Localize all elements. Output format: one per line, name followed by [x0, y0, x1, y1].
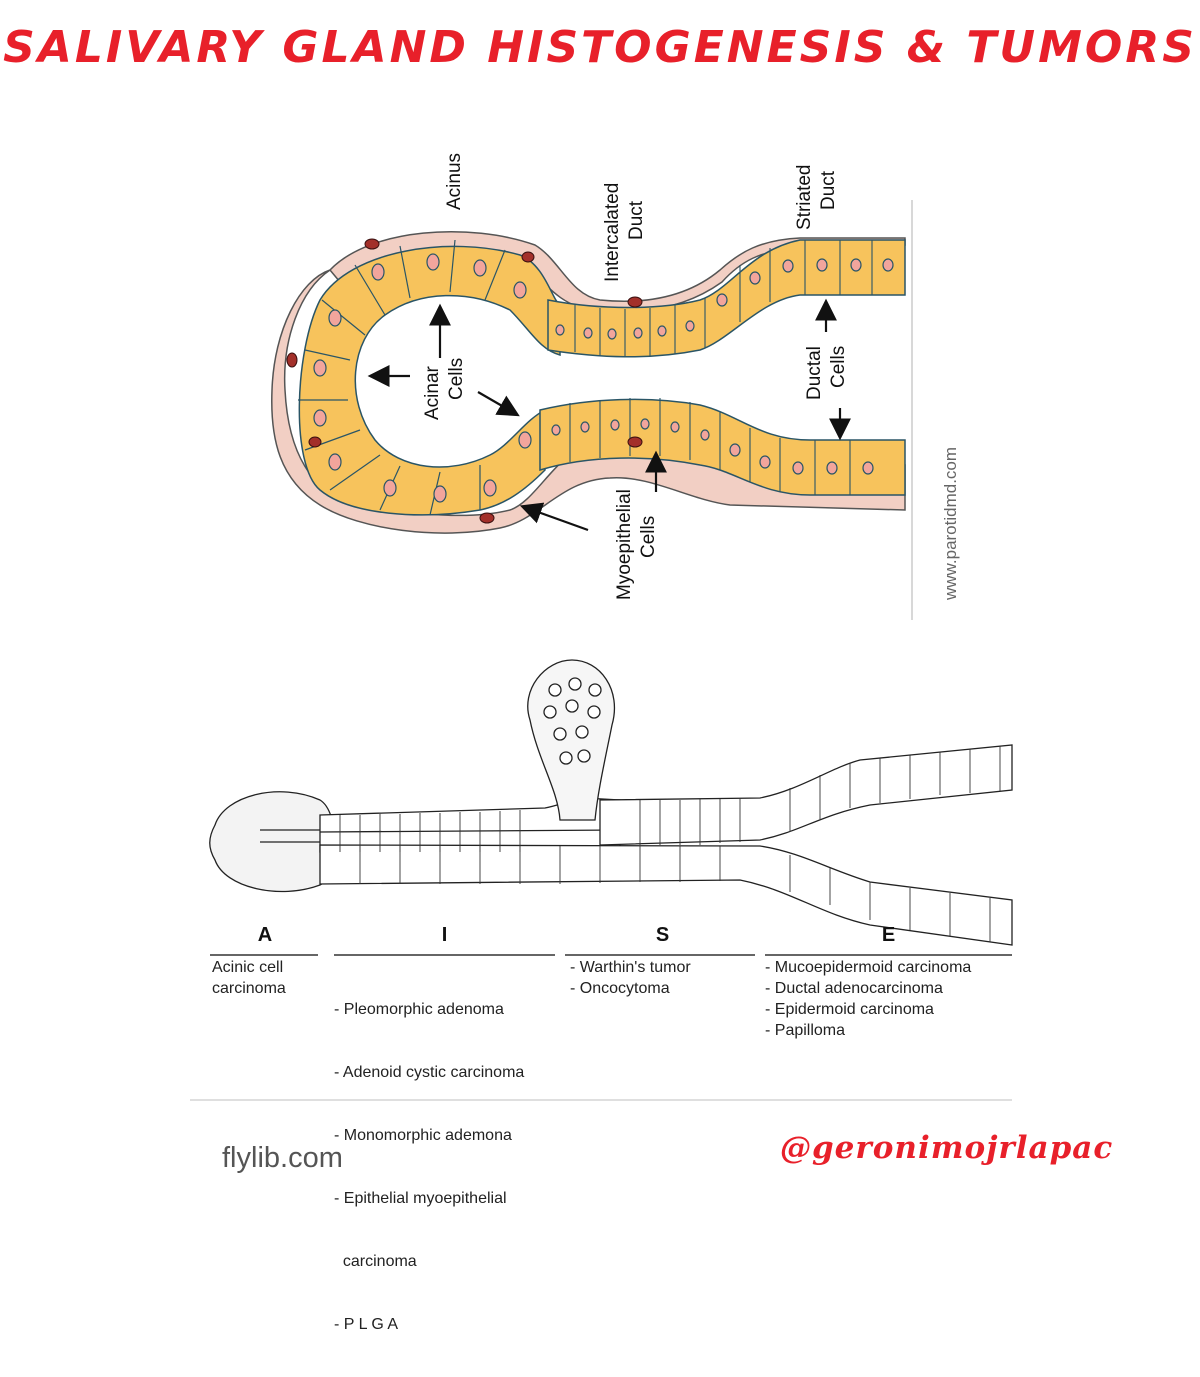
column-striated: S - Warthin's tumor - Oncocytoma — [570, 924, 755, 999]
list-item: - Papilloma — [765, 1022, 846, 1039]
label-striated-2: Duct — [818, 170, 839, 210]
label-acinar-1: Acinar — [422, 365, 443, 420]
label-acinar-2: Cells — [446, 358, 467, 400]
list-item: - Pleomorphic adenoma — [334, 1001, 504, 1018]
column-header-s: S — [655, 924, 670, 946]
arrow-myo-left — [519, 502, 589, 532]
duct-system-drawing — [209, 659, 1013, 946]
arrow-acinar-right — [477, 391, 520, 417]
list-item: - Monomorphic ademona — [334, 1127, 512, 1144]
list-item: - Ductal adenocarcinoma — [765, 980, 943, 997]
acinar-cell-band — [298, 245, 561, 516]
author-handle: @geronimojrlapac — [780, 1130, 1114, 1166]
list-item: - Epidermoid carcinoma — [765, 1001, 934, 1018]
list-item: carcinoma — [212, 980, 286, 997]
list-item: - Adenoid cystic carcinoma — [334, 1064, 525, 1081]
list-item: - Epithelial myoepithelial — [334, 1190, 507, 1207]
label-intercalated-1: Intercalated — [602, 183, 623, 282]
column-intercalated: I - Pleomorphic adenoma - Adenoid cystic… — [334, 924, 555, 1377]
label-striated-1: Striated — [794, 165, 815, 230]
column-header-a: A — [257, 924, 273, 946]
salivary-duct-diagram: Acinus Intercalated Duct Striated Duct A… — [190, 153, 1013, 1101]
list-item: - Warthin's tumor — [570, 959, 691, 976]
label-ductal-2: Cells — [828, 346, 849, 388]
label-myoepithelial-2: Cells — [638, 516, 659, 558]
source-credit: flylib.com — [222, 1142, 343, 1174]
page-title: SALIVARY GLAND HISTOGENESIS & TUMORS — [3, 22, 1197, 73]
list-item: - P L G A — [334, 1316, 399, 1333]
watermark-text: www.parotidmd.com — [941, 447, 960, 601]
list-item: - Oncocytoma — [570, 980, 670, 997]
list-item: carcinoma — [334, 1253, 417, 1270]
label-myoepithelial-1: Myoepithelial — [614, 489, 635, 600]
lower-duct-band — [539, 398, 906, 496]
column-header-e: E — [881, 924, 896, 946]
column-acinus: A Acinic cell carcinoma — [212, 924, 318, 999]
label-ductal-1: Ductal — [804, 346, 825, 400]
list-item: - Mucoepidermoid carcinoma — [765, 959, 972, 976]
column-header-i: I — [441, 924, 448, 946]
label-intercalated-2: Duct — [626, 200, 647, 240]
column-excretory: E - Mucoepidermoid carcinoma - Ductal ad… — [765, 924, 1012, 1041]
label-acinus: Acinus — [444, 153, 465, 210]
list-item: Acinic cell — [212, 959, 284, 976]
